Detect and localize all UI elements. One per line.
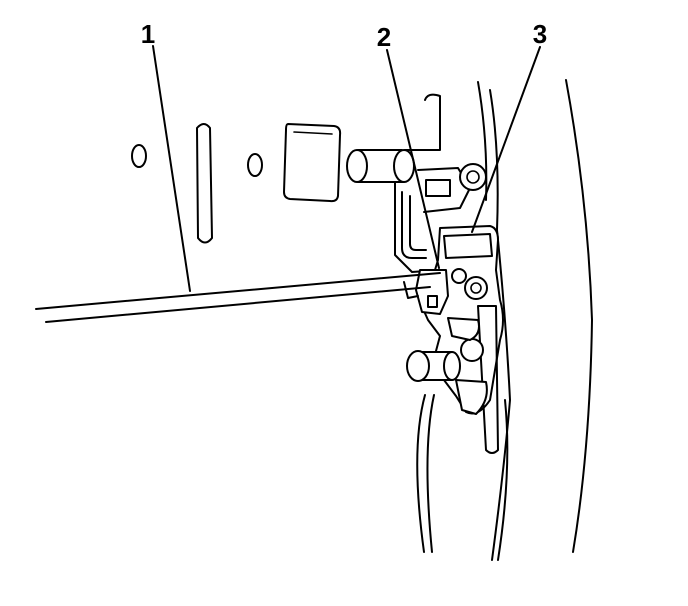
panel-square-inner-edge <box>293 131 333 135</box>
rod-clip <box>415 269 449 315</box>
door-inner-panel <box>131 123 342 244</box>
actuator-rod-lower-edge <box>45 286 431 323</box>
latch-rivet-lower <box>460 338 484 362</box>
latch-roller <box>406 350 461 382</box>
latch-top-plate <box>443 233 493 259</box>
roller-end <box>406 350 430 382</box>
door-edge-lower-inner <box>416 394 426 553</box>
latch-cam <box>447 317 480 341</box>
bracket-outline <box>394 93 441 273</box>
bracket-tab <box>425 179 451 197</box>
bracket-slot-outer <box>401 191 427 259</box>
panel-hole-center <box>247 153 263 177</box>
latch-assembly <box>419 225 504 454</box>
latch-bracket <box>394 93 471 273</box>
rod-clip-body <box>415 269 449 315</box>
callout-1: 1 <box>141 19 155 49</box>
door-edge-lower-outer <box>497 399 509 561</box>
actuator-rod-upper-edge <box>35 272 441 310</box>
roller-collar <box>443 351 461 381</box>
panel-slot <box>196 123 213 244</box>
latch-lower-arm <box>455 379 488 415</box>
rod-clip-window <box>427 295 438 308</box>
actuator-rod-end-bend <box>403 281 419 299</box>
door-edge-outer <box>489 89 511 561</box>
pin-head <box>346 149 368 183</box>
door-edge-lower-inner-2 <box>426 394 435 553</box>
latch-lever <box>477 305 499 454</box>
bracket-slot-inner <box>409 195 427 251</box>
callout-2: 2 <box>377 22 391 52</box>
latch-rivet-small <box>451 268 467 284</box>
leader-line-2 <box>386 49 440 269</box>
latch-rivet-upper-inner <box>470 282 482 294</box>
door-edge-inner <box>477 81 488 201</box>
actuator-rod <box>35 272 441 323</box>
callouts: 1 2 3 <box>141 19 547 52</box>
leader-lines <box>152 45 541 292</box>
leader-line-3 <box>471 46 541 233</box>
bolt-head-upper-inner <box>466 170 480 184</box>
door-shell <box>416 79 593 561</box>
door-edge-far-right <box>565 79 593 553</box>
callout-3: 3 <box>533 19 547 49</box>
leader-line-1 <box>152 45 191 292</box>
latch-pin <box>346 149 487 191</box>
panel-hole-left <box>131 144 147 168</box>
panel-square-opening <box>283 123 342 203</box>
bolt-head-upper <box>459 163 487 191</box>
latch-rivet-upper <box>464 276 488 300</box>
